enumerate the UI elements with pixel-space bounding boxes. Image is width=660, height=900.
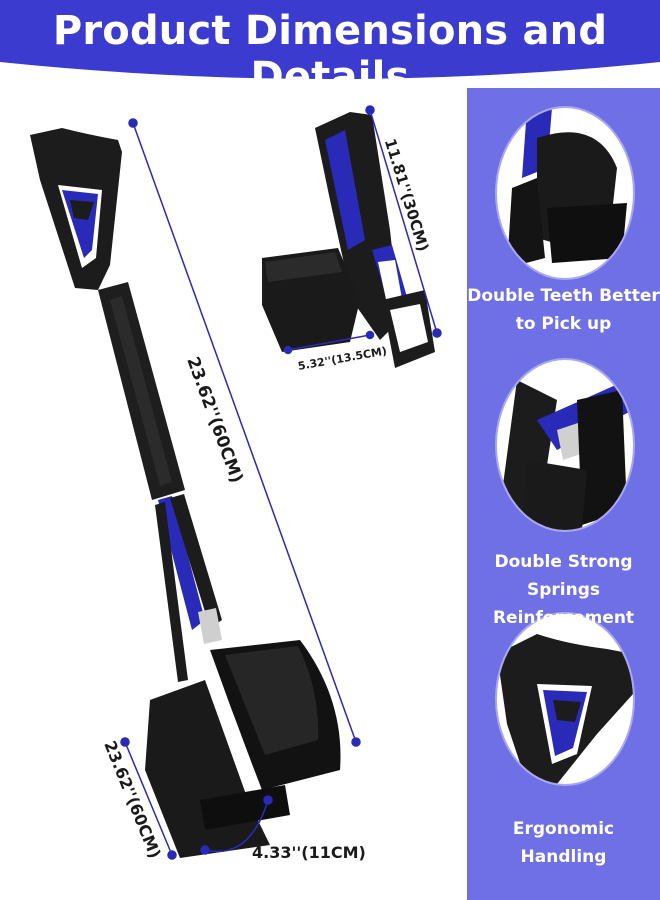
folded-scooper-image	[262, 112, 435, 368]
dimension-lines-main	[120, 118, 361, 860]
head-width-label: 4.33''(11CM)	[252, 843, 366, 862]
feature-teeth-line2: to Pick up	[515, 314, 612, 334]
feature-circle-handle	[497, 614, 633, 784]
teeth-closeup-image	[507, 108, 627, 268]
springs-closeup-image	[497, 380, 633, 530]
header-banner: Product Dimensions and Details	[0, 0, 660, 100]
feature-springs-line1: Double Strong Springs	[494, 552, 633, 600]
feature-circle-springs	[497, 360, 633, 530]
feature-teeth-line1: Double Teeth Better	[467, 286, 660, 306]
feature-label-teeth: Double Teeth Better to Pick up	[467, 282, 660, 338]
feature-label-handle: Ergonomic Handling	[467, 815, 660, 871]
handle-closeup-image	[497, 634, 633, 784]
dimension-lines-folded	[283, 105, 442, 355]
feature-circle-teeth	[497, 108, 633, 278]
main-scooper-image	[30, 128, 341, 858]
page-title: Product Dimensions and Details	[52, 8, 608, 100]
feature-handle-line1: Ergonomic Handling	[512, 819, 615, 867]
header-shape	[0, 0, 660, 79]
